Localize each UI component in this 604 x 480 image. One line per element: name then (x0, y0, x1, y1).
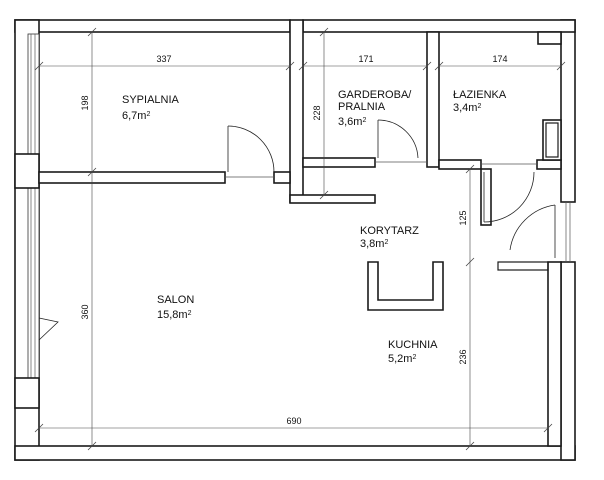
room-name: KUCHNIA (388, 339, 438, 351)
room-area: 15,8m2 (157, 309, 192, 321)
room-kuchnia: KUCHNIA 5,2m2 (388, 339, 438, 365)
thresholds (225, 161, 571, 262)
dim-korytarz-depth: 125 (458, 210, 468, 225)
interior-walls (38, 31, 562, 447)
room-lazienka: ŁAZIENKA 3,4m2 (453, 89, 507, 114)
room-area: 6,7m2 (122, 110, 150, 122)
room-name: SALON (157, 294, 194, 306)
dim-garderoba-width: 171 (358, 54, 373, 64)
room-name: SYPIALNIA (122, 94, 180, 106)
dim-total-width: 690 (286, 416, 301, 426)
dim-kuchnia-depth: 236 (458, 349, 468, 364)
room-area: 3,4m2 (453, 102, 481, 114)
left-windows (14, 33, 59, 409)
room-name: ŁAZIENKA (453, 89, 507, 101)
room-area: 3,8m2 (360, 238, 388, 250)
dimension-lines (34, 27, 566, 451)
room-sypialnia: SYPIALNIA 6,7m2 (122, 94, 180, 122)
room-name-line2: PRALNIA (338, 101, 386, 113)
room-name-line1: GARDEROBA/ (338, 89, 412, 101)
room-korytarz: KORYTARZ 3,8m2 (360, 225, 419, 250)
room-garderoba: GARDEROBA/ PRALNIA 3,6m2 (338, 89, 412, 128)
dim-lazienka-width: 174 (492, 54, 507, 64)
dim-garderoba-depth: 228 (312, 105, 322, 120)
dim-salon-depth: 360 (80, 304, 90, 319)
exterior-walls (14, 19, 576, 461)
dim-sypialnia-width: 337 (156, 54, 171, 64)
room-name: KORYTARZ (360, 225, 419, 237)
room-area: 3,6m2 (338, 116, 366, 128)
doors (227, 119, 556, 258)
dim-sypialnia-depth: 198 (80, 95, 90, 110)
room-salon: SALON 15,8m2 (157, 294, 194, 321)
room-area: 5,2m2 (388, 353, 416, 365)
